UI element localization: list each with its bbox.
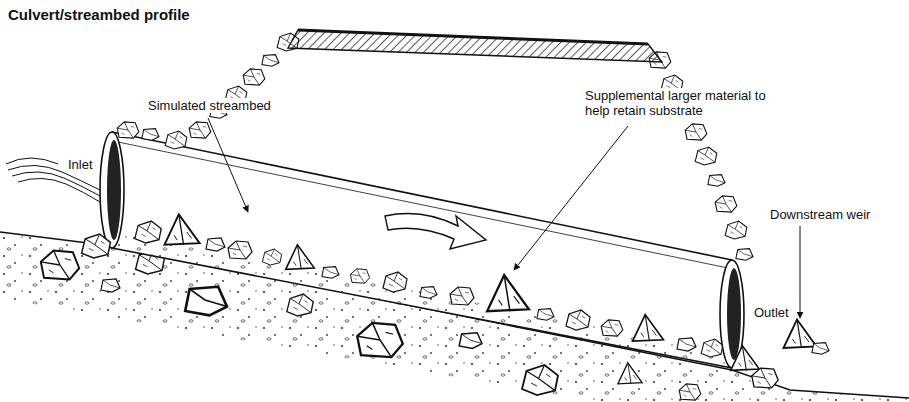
callout-label: Inlet: [66, 157, 95, 172]
embankment-riprap: [117, 33, 753, 260]
callout-label: Downstream weir: [768, 207, 872, 222]
leader-lines: [208, 118, 800, 318]
streambed-rocks: [112, 214, 732, 368]
diagram-title: Culvert/streambed profile: [8, 6, 190, 23]
callout-label: Supplemental larger material to help ret…: [583, 88, 787, 118]
callout-label: Simulated streambed: [146, 98, 273, 113]
callout-label: Outlet: [752, 305, 791, 320]
pipe-openings: [82, 132, 779, 388]
road-fill: [288, 30, 662, 62]
culvert-pipe: [112, 132, 732, 368]
flow-arrow: [385, 214, 486, 249]
road-surface: [298, 30, 648, 44]
downstream-weir: [784, 320, 830, 355]
inflow-water: [6, 158, 100, 202]
